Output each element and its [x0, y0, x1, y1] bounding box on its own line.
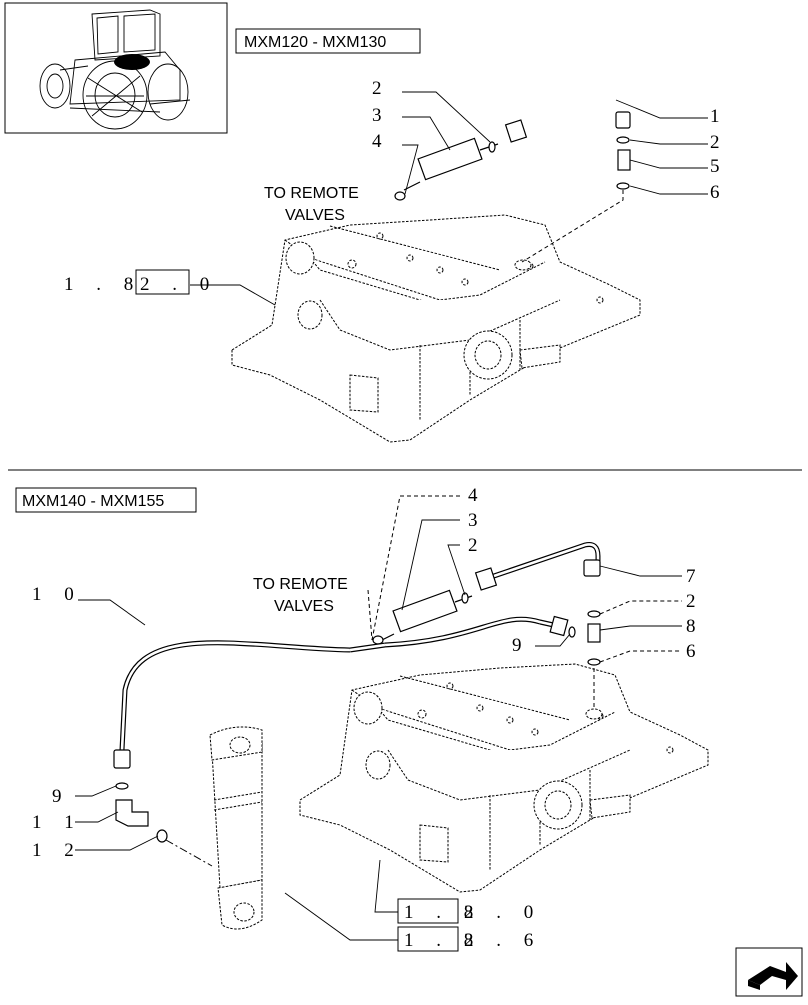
callout-9-bottom-mid: 9	[512, 635, 522, 656]
callout-3-bottom: 3	[468, 510, 478, 531]
callout-7-bottom: 7	[686, 566, 696, 587]
destination-label-top-line2: VALVES	[285, 207, 345, 224]
ref-bottom-1-suffix: 2 . 0	[464, 902, 542, 923]
destination-label-bottom-line1: TO REMOTE	[253, 576, 348, 593]
callout-6-bottom: 6	[686, 641, 696, 662]
ref-bottom-2-prefix: 1 . 8	[404, 930, 482, 951]
reference-link-top[interactable]: 1 . 8 2 . 0	[64, 269, 218, 295]
model-label-box-bottom	[15, 487, 197, 513]
lift-cylinder	[209, 726, 263, 930]
ref-bottom-1-prefix: 1 . 8	[404, 902, 482, 923]
destination-label-bottom-line2: VALVES	[274, 598, 334, 615]
tractor-thumbnail-icon[interactable]	[4, 2, 228, 134]
callout-6-top: 6	[710, 182, 720, 203]
bottom-section: MXM140 - MXM155	[15, 485, 709, 952]
callout-3-top: 3	[372, 105, 382, 126]
callout-1-top: 1	[710, 106, 720, 127]
callout-4-bottom: 4	[468, 485, 478, 506]
callout-4-top: 4	[372, 131, 382, 152]
callout-2-top-left: 2	[372, 78, 382, 99]
ref-top-prefix: 1 . 8	[64, 274, 142, 295]
callout-2-bottom-upper: 2	[468, 535, 478, 556]
hydraulic-housing-bottom	[299, 663, 709, 893]
callout-10-bottom: 1 0	[32, 584, 83, 605]
model-label-top: MXM120 - MXM130	[244, 34, 386, 51]
callout-12-bottom: 1 2	[32, 840, 83, 861]
model-label-box-top	[235, 28, 421, 54]
model-label-bottom: MXM140 - MXM155	[22, 493, 164, 510]
hydraulic-housing-top	[231, 214, 641, 443]
callout-11-bottom: 1 1	[32, 812, 83, 833]
callout-2-top-right: 2	[710, 132, 720, 153]
next-page-arrow-icon[interactable]	[735, 947, 803, 997]
ref-bottom-2-suffix: 2 . 6	[464, 930, 542, 951]
ref-top-suffix: 2 . 0	[140, 274, 218, 295]
destination-label-top-line1: TO REMOTE	[264, 185, 359, 202]
reference-link-bottom-1[interactable]: 1 . 8 2 . 0	[397, 898, 542, 924]
callout-2-bottom-right: 2	[686, 591, 696, 612]
top-section: MXM120 - MXM130	[64, 28, 720, 443]
callout-8-bottom: 8	[686, 616, 696, 637]
pipe-assembly-top	[394, 95, 631, 263]
leader-lines-top	[190, 91, 708, 306]
callout-5-top: 5	[710, 156, 720, 177]
callout-9-bottom-left: 9	[52, 786, 62, 807]
leader-lines-bottom	[75, 495, 682, 941]
pipe-assembly-bottom	[113, 542, 601, 867]
reference-link-bottom-2[interactable]: 1 . 8 2 . 6	[397, 926, 542, 952]
